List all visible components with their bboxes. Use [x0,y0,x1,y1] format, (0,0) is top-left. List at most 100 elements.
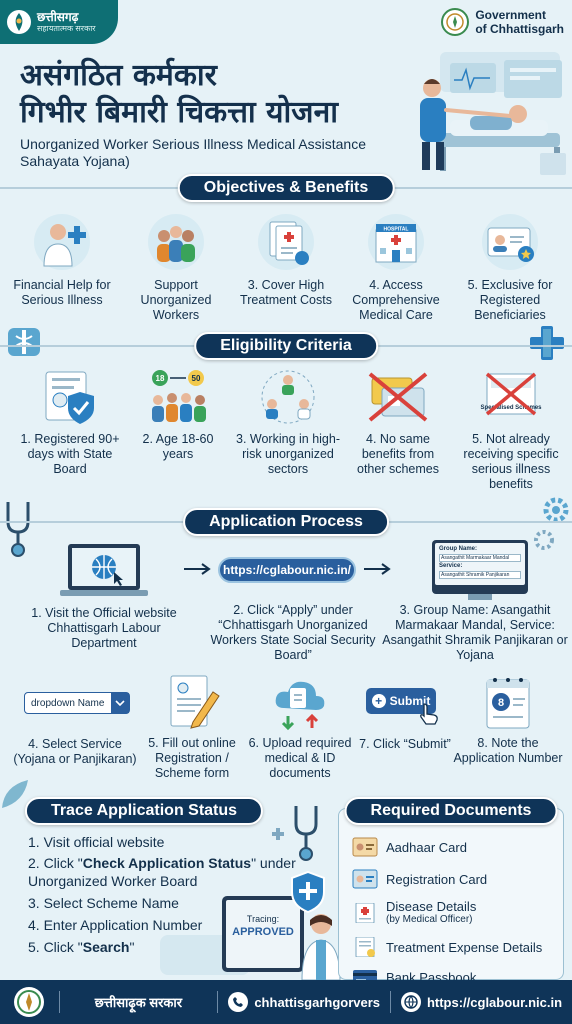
registration-card-icon [352,869,378,889]
process-label-1: 1. Visit the Official website Chhattisga… [31,606,177,650]
hand-cursor-icon [420,703,438,725]
eligibility-label-1: 1. Registered 90+ days with State Board [20,432,120,476]
objectives-banner: Objectives & Benefits [177,174,395,202]
form-service-field[interactable]: Asangathit Shramik Panjikaran [439,571,521,579]
footer-website-text: https://cglabour.nic.in [426,994,563,1010]
eligibility-item-5: Specialised Schemes 5. Not already recei… [456,368,566,492]
process-step-5: 5. Fill out online Registration / Scheme… [140,672,244,781]
page-title-hindi-line1: असंगठित कर्मकार [20,58,217,93]
submit-button[interactable]: + Submit [366,688,436,714]
expense-receipt-icon [355,937,375,957]
process-label-6: 6. Upload required medical & ID document… [248,736,352,780]
form-group-field[interactable]: Asangathit Marmakaar Mandal [439,554,521,562]
trace-step-4: 4. Enter Application Number [28,917,203,933]
document-label: Disease Details [386,899,477,914]
crossed-cards-icon [368,372,428,422]
documents-box [338,808,564,980]
eligibility-banner: Eligibility Criteria [194,332,378,360]
process-label-5: 5. Fill out online Registration / Scheme… [148,736,236,780]
website-url-pill[interactable]: https://cglabour.nic.in/ [218,557,356,583]
status-monitor: Tracing: APPROVED [222,896,304,972]
nurse-illustration [301,914,341,980]
trace-steps-list: 1. Visit official website 2. Click "Chec… [28,832,298,957]
approved-status: APPROVED [232,926,294,938]
eligibility-item-2: 18 50 2. Age 18-60 years [126,368,230,462]
state-seal-icon [14,987,45,1017]
id-card-icon [482,214,538,270]
medical-report-icon [355,903,375,923]
eligibility-label-2: 2. Age 18-60 years [142,432,214,461]
footer-gov-name: छत्तीसाढ़ूक सरकार [59,993,217,1011]
hospital-bed-illustration [420,60,566,175]
process-banner: Application Process [183,508,389,536]
process-step-8: 8 8. Note the Application Number [448,672,568,766]
doctor-icon [34,214,90,270]
badge-title: छत्तीसगढ़ [37,10,79,24]
objective-item-2: Support Unorganized Workers [124,210,228,323]
dropdown-label: dropdown Name [31,697,105,709]
cloud-upload-icon [275,681,325,731]
aadhaar-card-icon [352,837,378,857]
trace-step-1: 1. Visit official website [28,834,165,850]
document-item-expense: Treatment Expense Details [352,932,562,962]
gov-line2: of Chhattisgarh [475,22,564,36]
workers-group-icon [148,214,204,270]
chevron-down-icon[interactable] [111,693,129,713]
form-service-label: Service: [439,563,463,569]
age-group-icon: 18 50 [152,370,206,422]
process-label-4: 4. Select Service (Yojana or Panjikaran) [13,737,137,766]
footer-gov-name-text: छत्तीसाढ़ूक सरकार [94,995,183,1010]
footer-social-text: chhattisgarhgorvers [254,994,381,1010]
page-title-hindi-line2: गिभीर बिमारी चिकत्ता योजना [20,95,338,130]
shield-check-icon [291,870,325,914]
process-step-3: 3. Group Name: Asangathit Marmakaar Mand… [382,603,568,663]
documents-list: Aadhaar Card Registration Card Disease D… [352,832,562,992]
footer-website-link[interactable]: https://cglabour.nic.in [391,992,572,1012]
leaf-decor-icon [2,780,28,808]
stethoscope-icon [6,502,30,557]
process-step-1: 1. Visit the Official website Chhattisga… [14,540,194,651]
submit-button-label: Submit [389,694,431,708]
arrow-right-icon [184,563,211,575]
notepad-icon: 8 [486,678,530,729]
hospital-sign: HOSPITAL [384,227,409,233]
objective-item-4: HOSPITAL 4. Access Comprehensive Medical… [344,210,448,323]
state-badge: छत्तीसगढ़ सहायतात्मक सरकार [0,0,118,44]
workers-icon [261,370,315,424]
tracing-label: Tracing: [246,914,280,924]
objective-item-3: 3. Cover High Treatment Costs [234,210,338,308]
objective-label-4: 4. Access Comprehensive Medical Care [352,278,440,322]
document-label: Aadhaar Card [386,839,467,855]
document-label: Treatment Expense Details [386,939,543,955]
process-label-7: 7. Click “Submit” [359,737,451,751]
footer: छत्तीसाढ़ूक सरकार chhattisgarhgorvers ht… [0,980,572,1024]
trace-step-3: 3. Select Scheme Name [28,895,179,911]
trace-step-5: 5. Click "Search" [28,939,135,955]
phone-icon [228,992,249,1012]
document-sublabel: (by Medical Officer) [386,914,473,925]
stethoscope-small-icon [272,806,318,861]
document-item-disease: Disease Details (by Medical Officer) [352,896,562,930]
badge-subtitle: सहायतात्मक सरकार [37,24,96,33]
service-dropdown[interactable]: dropdown Name [24,692,130,714]
state-emblem-icon [7,10,31,34]
plus-icon: + [371,694,386,708]
caduceus-icon [8,328,40,356]
gears-icon [534,497,569,550]
footer-emblem [0,980,59,1024]
objective-label-1: Financial Help for Serious Illness [13,278,111,307]
form-group-label: Group Name: [439,546,478,552]
age-low-label: 18 [156,374,165,383]
age-high-label: 50 [192,374,201,383]
certificate-icon [45,371,94,424]
document-item-registration: Registration Card [352,864,562,894]
arrow-right-icon [364,563,391,575]
hospital-icon: HOSPITAL [368,214,424,270]
globe-icon [400,992,421,1012]
crossed-schemes-icon: Specialised Schemes [480,372,542,416]
process-step-2: 2. Click “Apply” under “Chhattisgarh Uno… [200,603,386,663]
eligibility-label-5: 5. Not already receiving specific seriou… [463,432,559,491]
government-logo: Government of Chhattisgarh [441,8,564,36]
objective-label-5: 5. Exclusive for Registered Beneficiarie… [467,278,553,322]
footer-social-link[interactable]: chhattisgarhgorvers [218,992,390,1012]
